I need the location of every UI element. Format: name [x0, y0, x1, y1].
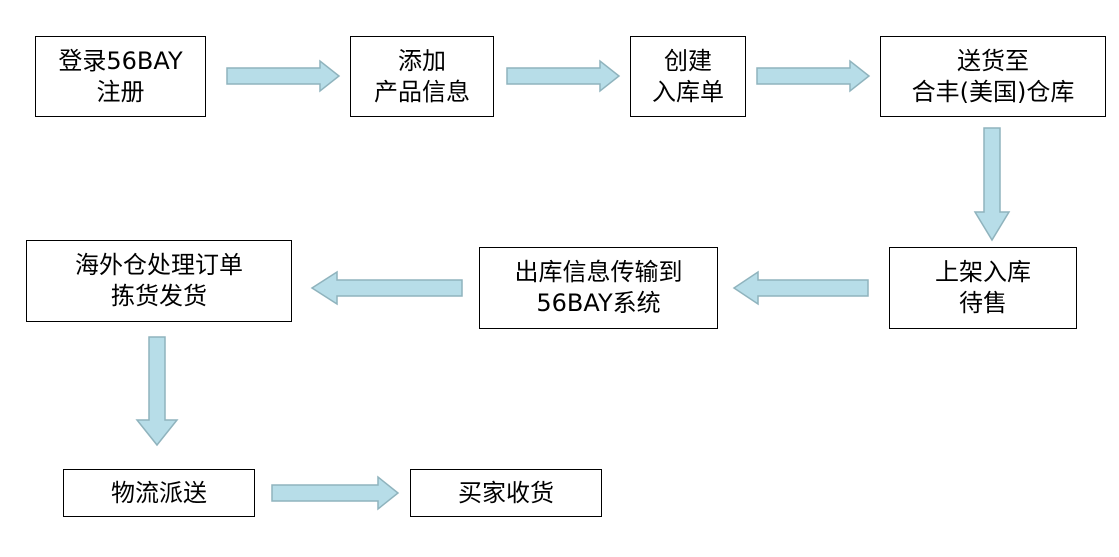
step-process-orders-line2: 拣货发货 [111, 282, 207, 310]
step-shelve-line1: 上架入库 [935, 258, 1031, 286]
step-add-product: 添加 产品信息 [350, 36, 494, 117]
arrow-right-2 [506, 59, 621, 93]
step-ship-to-warehouse: 送货至 合丰(美国)仓库 [880, 36, 1106, 117]
arrow-left-1 [732, 270, 869, 306]
arrow-right-4 [271, 475, 400, 511]
step-process-orders-line1: 海外仓处理订单 [75, 251, 243, 279]
step-shelve-line2: 待售 [959, 289, 1007, 317]
step-ship-to-warehouse-line2: 合丰(美国)仓库 [911, 77, 1075, 106]
arrow-down-1 [973, 127, 1011, 242]
step-create-inbound: 创建 入库单 [630, 36, 746, 117]
step-register-line2: 注册 [96, 77, 145, 106]
step-process-orders: 海外仓处理订单 拣货发货 [26, 240, 292, 322]
step-register: 登录56BAY 注册 [35, 36, 206, 117]
step-delivery-line1: 物流派送 [111, 478, 207, 507]
arrow-right-1 [226, 59, 341, 93]
arrow-right-3 [756, 59, 871, 93]
step-create-inbound-line1: 创建 [664, 46, 712, 75]
step-shelve: 上架入库 待售 [889, 247, 1077, 329]
step-received: 买家收货 [410, 469, 602, 517]
step-add-product-line2: 产品信息 [374, 77, 470, 106]
step-sync-outbound-line2: 56BAY系统 [536, 289, 661, 317]
arrow-down-2 [135, 336, 179, 447]
step-received-line1: 买家收货 [458, 478, 554, 507]
step-create-inbound-line2: 入库单 [652, 77, 724, 106]
step-sync-outbound: 出库信息传输到 56BAY系统 [479, 247, 718, 329]
step-add-product-line1: 添加 [398, 46, 446, 75]
step-delivery: 物流派送 [63, 469, 255, 517]
step-sync-outbound-line1: 出库信息传输到 [514, 258, 683, 286]
arrow-left-2 [310, 270, 463, 306]
step-register-line1: 登录56BAY [58, 46, 183, 75]
step-ship-to-warehouse-line1: 送货至 [957, 46, 1029, 75]
